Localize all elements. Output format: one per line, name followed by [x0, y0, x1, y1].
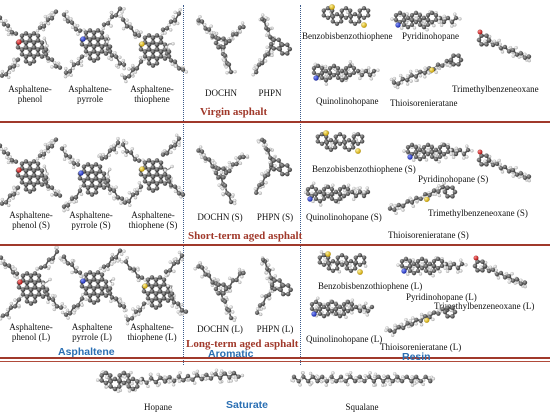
label-trimethylbenzeneoxane-l: Trimethylbenzeneoxane (L)	[434, 301, 535, 311]
asphaltene-pyrrole-s-molecule	[59, 136, 126, 213]
asphaltene-thiophene-s-molecule	[119, 133, 186, 208]
sara-label-asphaltene: Asphaltene	[58, 346, 115, 358]
label-pyridinohopane-l: Pyridinohopane (L)	[406, 292, 477, 302]
divider-long-term	[0, 357, 550, 359]
divider-aromatic-resin	[300, 5, 301, 365]
label-phpn-s: PHPN (S)	[256, 212, 294, 222]
asphaltene-phenol-s-molecule	[0, 137, 63, 208]
sara-label-resin: Resin	[402, 351, 431, 363]
label-asphaltene-phenol-l: Asphaltene- phenol (L)	[9, 322, 53, 342]
benzobisbenzothiophene-s-molecule	[315, 130, 365, 154]
thioisorenieratane-molecule	[389, 53, 464, 90]
dochn-s-molecule	[196, 145, 250, 206]
label-phpn-l: PHPN (L)	[256, 324, 294, 334]
label-dochn-s: DOCHN (S)	[197, 212, 243, 222]
asphaltene-phenol-molecule	[0, 9, 63, 80]
label-quinolinohopane-s: Quinolinohopane (S)	[306, 212, 382, 222]
label-trimethylbenzeneoxane-s: Trimethylbenzeneoxane (S)	[428, 208, 528, 218]
label-asphaltene-thiophene: Asphaltene- thiophene	[130, 84, 174, 104]
label-asphaltene-phenol: Asphaltene- phenol	[8, 84, 52, 104]
label-dochn: DOCHN	[204, 88, 237, 98]
pyridinohopane-s-molecule	[402, 142, 474, 164]
label-benzobisbenzothiophene-l: Benzobisbenzothiophene (L)	[318, 281, 423, 291]
divider-bottom	[0, 361, 550, 362]
asphaltene-thiophene-l-molecule	[120, 250, 189, 326]
thioisorenieratane-s-molecule	[387, 181, 458, 215]
quinolinohopane-molecule	[311, 60, 380, 86]
pyridinohopane-l-molecule	[396, 256, 468, 278]
label-asphaltene-pyrrole-l: Asphaltene pyrrole (L)	[71, 322, 113, 342]
label-asphaltene-pyrrole-s: Asphaltene- pyrrole (S)	[69, 210, 113, 230]
label-phpn: PHPN	[258, 88, 282, 98]
section-title-long-term: Long-term aged asphalt	[186, 338, 299, 350]
phpn-s-molecule	[253, 137, 293, 196]
dochn-l-molecule	[193, 261, 246, 323]
asphaltene-pyrrole-l-molecule	[58, 248, 128, 320]
label-hopane: Hopane	[144, 402, 172, 412]
trimethylbenzeneoxane-s-molecule	[476, 149, 532, 183]
label-quinolinohopane-l: Quinolinohopane (L)	[306, 334, 383, 344]
label-pyridinohopane-s: Pyridinohopane (S)	[418, 174, 489, 184]
label-asphaltene-thiophene-l: Asphaltene- thiophene (L)	[127, 322, 177, 342]
dochn-molecule	[196, 15, 246, 75]
sara-label-saturate: Saturate	[226, 399, 269, 411]
thioisorenieratane-l-molecule	[384, 304, 458, 337]
trimethylbenzeneoxane-molecule	[476, 29, 532, 63]
label-benzobisbenzothiophene-s: Benzobisbenzothiophene (S)	[312, 164, 416, 174]
asphaltene-pyrrole-molecule	[61, 6, 127, 79]
label-squalane: Squalane	[345, 402, 379, 412]
label-asphaltene-pyrrole: Asphaltene- pyrrole	[68, 84, 112, 104]
hopane-molecule	[95, 368, 245, 394]
label-thioisorenieratane: Thioisorenieratane	[390, 98, 458, 108]
quinolinohopane-s-molecule	[303, 181, 371, 207]
label-pyridinohopane: Pyridinohopane	[402, 31, 459, 41]
sara-label-aromatic: Aromatic	[208, 348, 254, 360]
benzobisbenzothiophene-l-molecule	[317, 250, 368, 275]
label-thioisorenieratane-l: Thioisorenieratane (L)	[380, 342, 462, 352]
section-title-virgin: Virgin asphalt	[200, 106, 268, 118]
divider-short-term	[0, 244, 550, 246]
pyridinohopane-molecule	[390, 10, 462, 32]
phpn-l-molecule	[254, 256, 294, 317]
trimethylbenzeneoxane-l-molecule	[472, 255, 528, 289]
quinolinohopane-l-molecule	[309, 296, 375, 319]
phpn-molecule	[251, 13, 293, 77]
label-thioisorenieratane-s: Thioisorenieratane (S)	[388, 230, 469, 240]
label-benzobisbenzothiophene: Benzobisbenzothiophene	[302, 31, 393, 41]
label-quinolinohopane: Quinolinohopane	[316, 96, 379, 106]
label-trimethylbenzeneoxane: Trimethylbenzeneoxane	[452, 84, 539, 94]
label-dochn-l: DOCHN (L)	[197, 324, 243, 334]
label-asphaltene-thiophene-s: Asphaltene- thiophene (S)	[128, 210, 178, 230]
label-asphaltene-phenol-s: Asphaltene- phenol (S)	[9, 210, 53, 230]
squalane-molecule	[290, 371, 436, 387]
asphaltene-thiophene-molecule	[119, 8, 189, 84]
divider-asphaltene-aromatic	[183, 5, 184, 365]
benzobisbenzothiophene-molecule	[321, 4, 371, 28]
section-title-short-term: Short-term aged asphalt	[188, 230, 303, 242]
divider-virgin	[0, 121, 550, 123]
asphaltene-phenol-l-molecule	[0, 245, 67, 321]
